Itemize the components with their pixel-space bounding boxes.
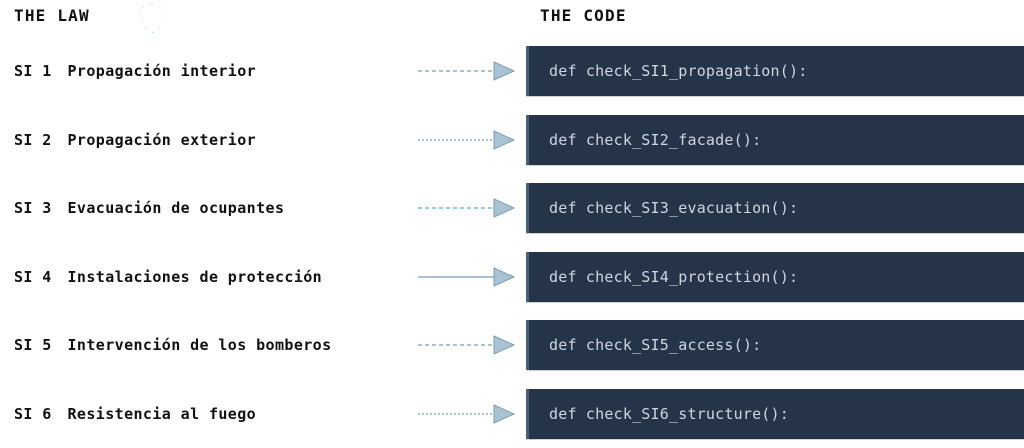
code-block[interactable]: def check_SI2_facade():	[526, 115, 1024, 165]
code-block[interactable]: def check_SI4_protection():	[526, 252, 1024, 302]
arrow-right-dashed-icon	[418, 174, 518, 243]
code-signature: def check_SI3_evacuation():	[529, 199, 798, 217]
mapping-row-5: SI 5 Intervención de los bomberos def che…	[0, 311, 1024, 380]
column-header-law: THE LAW	[14, 6, 90, 26]
law-code: SI 5	[14, 336, 52, 354]
law-code: SI 1	[14, 62, 52, 80]
law-title: Evacuación de ocupantes	[67, 199, 284, 217]
code-signature: def check_SI5_access():	[529, 336, 761, 354]
arrow-right-solid-icon	[418, 243, 518, 312]
column-header-code: THE CODE	[540, 6, 627, 26]
code-block[interactable]: def check_SI1_propagation():	[526, 46, 1024, 96]
code-block[interactable]: def check_SI5_access():	[526, 320, 1024, 370]
law-requirement: SI 5 Intervención de los bomberos	[14, 311, 332, 380]
law-title: Propagación exterior	[67, 131, 256, 149]
arrow-right-dashed-icon	[418, 380, 518, 448]
code-block[interactable]: def check_SI6_structure():	[526, 389, 1024, 439]
law-title: Instalaciones de protección	[67, 268, 322, 286]
arrow-right-dashed-icon	[418, 311, 518, 380]
law-title: Intervención de los bomberos	[67, 336, 331, 354]
law-code: SI 6	[14, 405, 52, 423]
code-signature: def check_SI1_propagation():	[529, 62, 807, 80]
law-code: SI 3	[14, 199, 52, 217]
code-signature: def check_SI6_structure():	[529, 405, 789, 423]
arrow-right-dashed-icon	[418, 37, 518, 106]
code-block[interactable]: def check_SI3_evacuation():	[526, 183, 1024, 233]
code-signature: def check_SI4_protection():	[529, 268, 798, 286]
law-requirement: SI 2 Propagación exterior	[14, 106, 256, 175]
mapping-row-1: SI 1 Propagación interior def check_SI1_p…	[0, 37, 1024, 106]
mapping-row-2: SI 2 Propagación exterior def check_SI2_f…	[0, 106, 1024, 175]
mapping-row-3: SI 3 Evacuación de ocupantes def check_SI…	[0, 174, 1024, 243]
law-requirement: SI 3 Evacuación de ocupantes	[14, 174, 284, 243]
code-signature: def check_SI2_facade():	[529, 131, 761, 149]
law-title: Resistencia al fuego	[67, 405, 256, 423]
law-requirement: SI 4 Instalaciones de protección	[14, 243, 322, 312]
law-requirement: SI 1 Propagación interior	[14, 37, 256, 106]
law-to-code-diagram: THE LAW THE CODE SI 1 Propagación interio…	[0, 0, 1024, 431]
mapping-row-6: SI 6 Resistencia al fuego def check_SI6_s…	[0, 380, 1024, 448]
law-code: SI 4	[14, 268, 52, 286]
shield-icon	[133, 1, 171, 35]
law-code: SI 2	[14, 131, 52, 149]
law-title: Propagación interior	[67, 62, 256, 80]
arrow-right-dashed-icon	[418, 106, 518, 175]
law-requirement: SI 6 Resistencia al fuego	[14, 380, 256, 448]
mapping-row-4: SI 4 Instalaciones de protección def chec…	[0, 243, 1024, 312]
